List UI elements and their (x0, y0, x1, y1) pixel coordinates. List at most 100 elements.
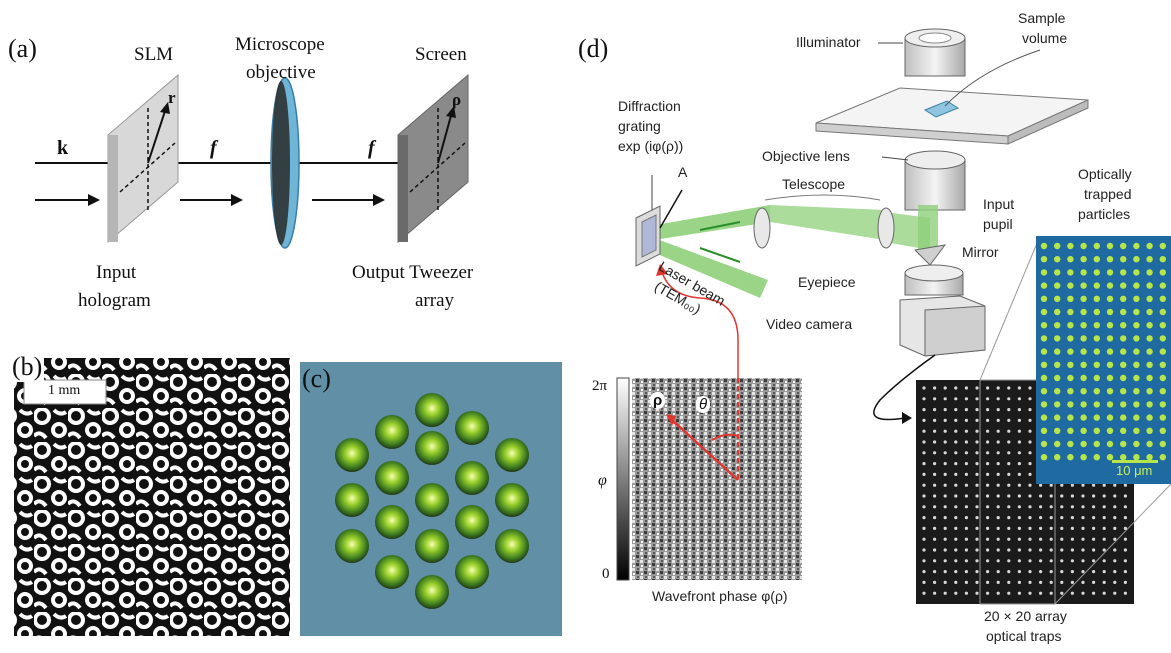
zoom-trap-dot (1146, 454, 1153, 461)
illuminator (904, 28, 966, 77)
array-trap-dot (954, 526, 958, 531)
zoom-trap-dot (1040, 256, 1048, 263)
zoom-trap-dot (1133, 361, 1140, 368)
telescope-label: Telescope (782, 176, 846, 192)
array-trap-dot (954, 451, 958, 455)
zoom-trap-dot (1106, 440, 1114, 448)
array-trap-dot (922, 494, 926, 498)
point-a-label: A (678, 164, 688, 180)
zoom-trap-dot (1054, 308, 1061, 316)
array-trap-dot (975, 408, 979, 412)
array-trap-dot (1028, 570, 1032, 574)
array-trap-dot (933, 386, 937, 390)
objective-lens-label: Objective lens (762, 148, 850, 164)
array-trap-dot (996, 483, 1000, 487)
array-trap-dot (922, 418, 926, 422)
zoom-trap-dot (1133, 308, 1140, 316)
array-trap-dot (1007, 451, 1011, 455)
zoom-trap-dot (1093, 440, 1101, 448)
zoom-trap-dot (1146, 414, 1153, 421)
array-trap-dot (922, 537, 926, 541)
zoom-trap-dot (1106, 256, 1114, 263)
array-trap-dot (1007, 494, 1011, 498)
array-trap-dot (1123, 580, 1127, 585)
zoom-trap-dot (1040, 374, 1048, 382)
array-trap-dot (964, 451, 969, 455)
array-trap-dot (975, 580, 979, 585)
zoom-trap-dot (1080, 295, 1087, 302)
zoom-trap-dot (1106, 282, 1114, 289)
zoom-trap-dot (1106, 454, 1114, 461)
array-trap-dot (996, 591, 1000, 595)
array-trap-dot (996, 386, 1000, 390)
zoom-trap-dot (1133, 427, 1140, 434)
array-trap-dot (954, 386, 958, 390)
array-trap-dot (933, 451, 937, 455)
zoom-trap-dot (1093, 414, 1101, 421)
zoom-trap-dot (1080, 454, 1087, 461)
array-trap-dot (975, 451, 979, 455)
f-label-1: f (210, 137, 217, 159)
zoom-trap-dot (1093, 361, 1101, 368)
zoom-trap-dot (1159, 269, 1167, 276)
zoom-trap-dot (1159, 401, 1167, 408)
array-trap-dot (1017, 462, 1022, 466)
array-trap-dot (964, 505, 969, 509)
panel-c-traps (300, 362, 562, 636)
array-trap-dot (1092, 537, 1096, 541)
array-trap-dot (986, 548, 990, 552)
array-label-2: optical traps (986, 628, 1062, 644)
mirror-label: Mirror (962, 244, 999, 260)
array-trap-dot (975, 516, 979, 520)
zoom-trap-dot (1093, 427, 1101, 434)
array-trap-dot (1039, 591, 1043, 595)
array-trap-dot (933, 548, 937, 552)
array-trap-dot (975, 537, 979, 541)
array-trap-dot (1123, 559, 1127, 563)
zoom-trap-dot (1040, 348, 1048, 355)
rho-label: ρ (452, 90, 462, 109)
zoom-trap-dot (1093, 269, 1101, 276)
zoom-trap-dot (1146, 282, 1153, 289)
zoom-trap-dot (1080, 414, 1087, 421)
array-trap-dot (1102, 570, 1106, 574)
array-trap-dot (1092, 580, 1096, 585)
array-trap-dot (1007, 526, 1011, 531)
array-trap-dot (986, 505, 990, 509)
array-trap-dot (964, 591, 969, 595)
zoom-trap-dot (1040, 308, 1048, 316)
laser-path (648, 205, 938, 298)
array-trap-dot (1017, 559, 1022, 563)
array-trap-dot (922, 429, 926, 433)
zoom-trap-dot (1040, 414, 1048, 421)
zoom-trap-dot (1146, 269, 1153, 276)
zoom-trap-dot (1120, 427, 1127, 434)
array-trap-dot (1007, 440, 1011, 444)
array-trap-dot (1028, 483, 1032, 487)
zoom-trap-dot (1093, 308, 1101, 316)
array-trap-dot (1081, 526, 1085, 531)
array-trap-dot (1028, 526, 1032, 531)
zoom-trap-dot (1120, 269, 1127, 276)
array-trap-dot (996, 418, 1000, 422)
array-trap-dot (943, 397, 947, 401)
array-trap-dot (1070, 548, 1074, 552)
array-trap-dot (1060, 570, 1064, 574)
array-trap-dot (1113, 526, 1117, 531)
zoom-trap-dot (1093, 335, 1101, 342)
array-trap-dot (1017, 483, 1022, 487)
zoom-trap-dot (1093, 256, 1101, 263)
array-trap-dot (933, 591, 937, 595)
zoom-trap-dot (1080, 242, 1087, 250)
zoom-trap-dot (1040, 388, 1048, 395)
panel-d-label: (d) (578, 34, 609, 63)
zoom-trap-dot (1093, 322, 1101, 329)
array-trap-dot (1007, 472, 1011, 476)
array-trap-dot (1028, 397, 1032, 401)
array-trap-dot (943, 516, 947, 520)
array-trap-dot (975, 483, 979, 487)
zoom-trap-dot (1159, 361, 1167, 368)
array-trap-dot (1017, 580, 1022, 585)
array-trap-dot (943, 462, 947, 466)
array-trap-dot (964, 548, 969, 552)
